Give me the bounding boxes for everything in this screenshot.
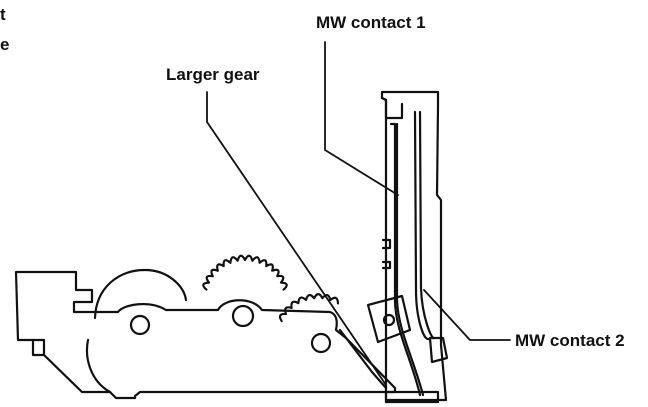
cam-block xyxy=(366,294,412,344)
small-gear xyxy=(202,254,288,291)
larger-gear-teeth xyxy=(278,293,340,323)
switch-housing-cap xyxy=(380,96,404,120)
switch-housing xyxy=(380,90,448,402)
larger-gear xyxy=(278,293,340,323)
edge-text-fragment: t xyxy=(0,6,6,23)
mw-contact-1-strip xyxy=(389,122,422,397)
leader-larger-gear xyxy=(206,91,387,386)
plate-hole-1 xyxy=(129,314,151,336)
mw-contact-2-strip-inner xyxy=(418,110,436,340)
base-plate-step xyxy=(31,338,46,357)
base-plate xyxy=(14,270,397,400)
edge-text-fragment: e xyxy=(0,36,10,53)
label-mw-contact-1: MW contact 1 xyxy=(316,13,426,32)
leader-mw-contact-2 xyxy=(423,289,511,341)
cam-screw xyxy=(382,313,396,327)
small-gear-teeth xyxy=(202,254,288,291)
plate-hole-3 xyxy=(310,332,332,354)
lever-arm xyxy=(338,328,388,390)
label-larger-gear: Larger gear xyxy=(166,65,260,84)
left-wheel-lower xyxy=(85,338,112,394)
label-mw-contact-2: MW contact 2 xyxy=(515,331,625,350)
mw-contact-1-strip-inner xyxy=(395,122,425,397)
contact-tip xyxy=(428,336,449,364)
mw-contact-2-strip xyxy=(413,110,432,341)
left-wheel xyxy=(93,268,188,320)
leader-mw-contact-1 xyxy=(324,41,399,196)
housing-tabs xyxy=(381,238,392,270)
base-foot xyxy=(384,390,440,404)
plate-hole-2 xyxy=(231,304,255,328)
